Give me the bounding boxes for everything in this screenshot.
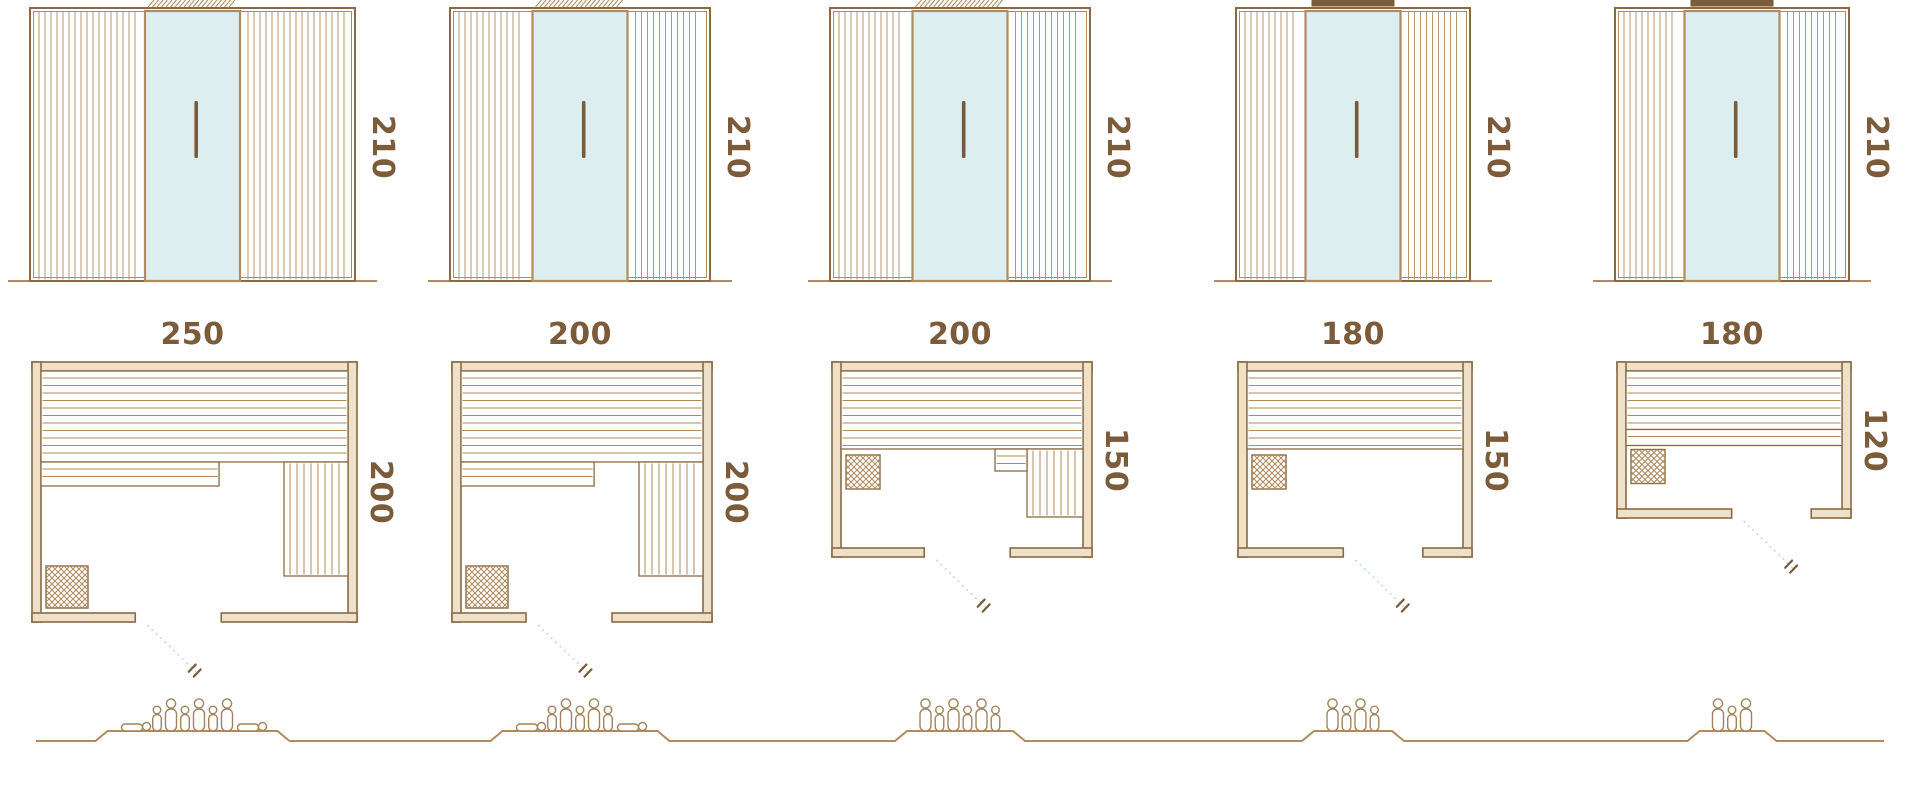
height-dimension-label: 210 [365,114,400,179]
width-dimension-label: 200 [547,317,613,352]
sauna-front-elevation-drawing [808,0,1112,283]
depth-dimension-label: 200 [718,460,753,525]
capacity-figure-group [1711,698,1753,732]
sauna-front-elevation-drawing [8,0,377,283]
width-dimension-label: 180 [1320,317,1386,352]
capacity-figure-group [120,698,268,732]
depth-dimension-label: 150 [1478,427,1513,492]
sauna-model-column-5: 210 180 120 [1589,0,1920,700]
height-dimension-label: 210 [1480,114,1515,179]
height-dimension-label: 210 [1100,114,1135,179]
sauna-floor-plan-drawing [31,361,358,678]
height-dimension-label: 210 [1859,114,1894,179]
depth-dimension-label: 150 [1098,427,1133,492]
depth-dimension-label: 120 [1857,408,1892,473]
capacity-figure-group [1326,698,1380,732]
depth-dimension-label: 200 [363,460,398,525]
height-dimension-label: 210 [720,114,755,179]
width-dimension-label: 180 [1699,317,1765,352]
capacity-figure-group [515,698,648,732]
width-dimension-label: 250 [160,317,225,352]
width-dimension-label: 200 [927,317,993,352]
sauna-model-column-4: 210 180 150 [1210,0,1544,700]
capacity-figure-group [919,698,1001,732]
sauna-floor-plan-drawing [1616,361,1852,574]
sauna-floor-plan-drawing [1237,361,1473,613]
sauna-front-elevation-drawing [1214,0,1492,283]
sauna-floor-plan-drawing [451,361,713,678]
sauna-front-elevation-drawing [428,0,732,283]
ground-line-capacity-figures [36,698,1884,742]
sauna-front-elevation-drawing [1593,0,1871,283]
sauna-floor-plan-drawing [831,361,1093,613]
sauna-model-column-1: 210 250 200 [4,0,429,700]
sauna-model-column-3: 210 200 150 [804,0,1164,700]
sauna-model-column-2: 210 200 200 [424,0,784,700]
